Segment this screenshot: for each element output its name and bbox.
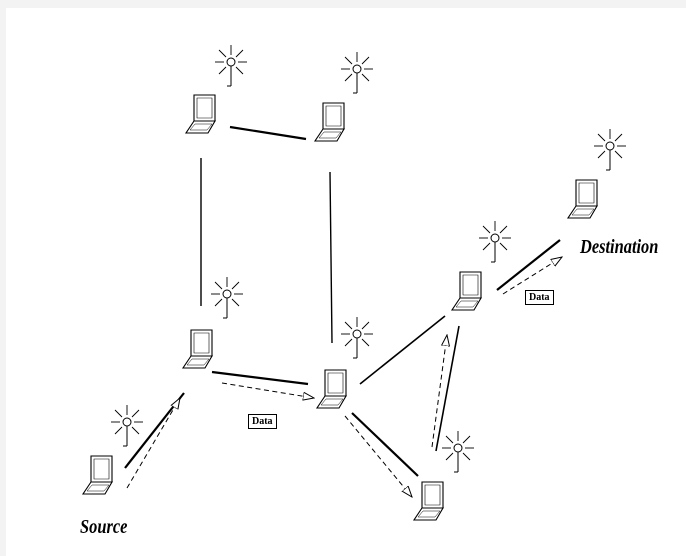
- links: [124, 125, 561, 477]
- data-flow: [126, 257, 562, 497]
- node-destination: [567, 128, 627, 219]
- antenna-icon: [441, 430, 475, 473]
- laptop-icon: [182, 329, 213, 369]
- flow-arrow-2: [221, 382, 314, 398]
- node-top-left: [185, 44, 248, 134]
- source-label: Source: [80, 516, 128, 538]
- link-center-lower: [351, 412, 419, 477]
- laptop-icon: [316, 369, 347, 409]
- laptop-icon: [567, 179, 598, 219]
- laptop-icon: [185, 94, 216, 134]
- link-right-vertical: [329, 171, 333, 344]
- node-source: [82, 404, 144, 495]
- laptop-icon: [82, 455, 113, 495]
- antenna-icon: [340, 316, 374, 359]
- antenna-icon: [210, 276, 244, 319]
- laptop-icon: [413, 481, 444, 521]
- link-destination: [496, 239, 561, 291]
- node-top-right: [314, 51, 374, 142]
- flow-arrow-4: [431, 335, 447, 448]
- node-right-lower: [413, 430, 475, 521]
- flow-arrow-3: [344, 415, 412, 497]
- flow-arrow-1: [126, 398, 180, 489]
- diagram-paper: [6, 8, 686, 556]
- laptop-icon: [314, 102, 345, 142]
- flow-arrow-5: [502, 257, 562, 295]
- data-tag: Data: [248, 414, 277, 429]
- link-center-upper: [359, 315, 446, 385]
- node-middle-left: [182, 276, 244, 369]
- link-top: [229, 125, 307, 141]
- antenna-icon: [340, 51, 374, 94]
- antenna-icon: [214, 44, 248, 87]
- node-right-upper: [451, 220, 512, 311]
- antenna-icon: [478, 220, 512, 263]
- node-center: [316, 316, 374, 409]
- laptop-icon: [451, 271, 482, 311]
- link-middle: [211, 370, 309, 386]
- antenna-icon: [593, 128, 627, 171]
- antenna-icon: [110, 404, 144, 447]
- link-source: [124, 392, 185, 469]
- data-tag: Data: [525, 290, 554, 305]
- destination-label: Destination: [580, 236, 659, 258]
- link-lower-upper: [435, 325, 460, 452]
